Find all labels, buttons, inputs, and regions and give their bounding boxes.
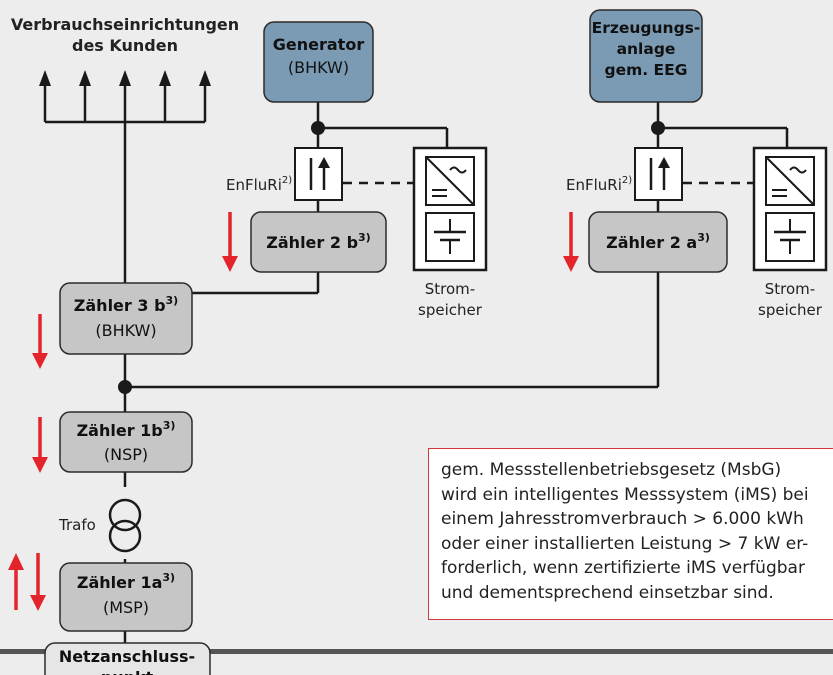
generator-box <box>263 21 374 103</box>
storage-label-left-line1: Strom- <box>425 280 475 298</box>
enfluri-device-left <box>294 147 343 201</box>
consumers-label-line1: Verbrauchseinrichtungen <box>11 15 239 34</box>
red-flow-arrows <box>8 212 579 611</box>
note-line: wird ein intelligentes Messsystem (iMS) … <box>441 484 809 505</box>
msbg-note-box: gem. Messstellenbetriebsgesetz (MsbG) wi… <box>428 448 833 620</box>
storage-label-left-line2: speicher <box>418 301 483 319</box>
eeg-plant-line1: Erzeugungs- <box>592 19 701 37</box>
enfluri-device-right <box>634 147 683 201</box>
storage-label-right-line2: speicher <box>758 301 823 319</box>
meter-2b-box <box>250 211 387 273</box>
grid-connection-point-box <box>44 642 211 675</box>
note-line: oder einer installierten Leistung > 7 kW… <box>441 533 809 554</box>
eeg-plant-line3: gem. EEG <box>605 61 688 79</box>
grid-busbar <box>0 649 833 654</box>
trafo-label: Trafo <box>58 516 96 534</box>
meter-1a-label: Zähler 1a3) <box>77 571 175 592</box>
meter-2a-box <box>588 211 728 273</box>
grid-point-line2: punkt <box>101 668 154 675</box>
flow-arrow-icon <box>658 157 670 168</box>
inverter-icon <box>765 156 815 206</box>
flow-arrow-icon <box>318 157 330 168</box>
grid-point-line1: Netzanschluss- <box>59 647 195 666</box>
storage-unit-left <box>412 146 488 272</box>
storage-unit-right <box>752 146 828 272</box>
meter-1b-subtitle: (NSP) <box>104 445 148 464</box>
generator-subtitle: (BHKW) <box>288 58 349 77</box>
consumer-arrows <box>39 70 211 86</box>
enfluri-label-right: EnFluRi2) <box>566 175 632 194</box>
note-line: einem Jahresstromverbrauch > 6.000 kWh <box>441 509 804 530</box>
meter-3b-subtitle: (BHKW) <box>95 321 156 340</box>
inverter-icon <box>425 156 475 206</box>
meter-1a-subtitle: (MSP) <box>103 598 149 617</box>
junction-dots <box>118 121 665 394</box>
battery-icon <box>765 212 815 262</box>
storage-label-right-line1: Strom- <box>765 280 815 298</box>
eeg-plant-line2: anlage <box>617 40 676 58</box>
note-line: gem. Messstellenbetriebsgesetz (MsbG) <box>441 460 782 480</box>
enfluri-label-left: EnFluRi2) <box>226 175 292 194</box>
meter-3b-box <box>59 282 193 355</box>
transformer-icon <box>108 498 142 553</box>
meter-3b-label: Zähler 3 b3) <box>74 294 178 315</box>
note-line: und dementsprechend einsetzbar sind. <box>441 582 774 603</box>
consumers-label-line2: des Kunden <box>72 36 178 55</box>
note-line: forderlich, wenn zertifizierte iMS verfü… <box>441 558 805 579</box>
eeg-plant-box <box>589 9 703 103</box>
meter-1b-label: Zähler 1b3) <box>77 419 176 440</box>
battery-icon <box>425 212 475 262</box>
meter-2a-label: Zähler 2 a3) <box>606 231 710 252</box>
meter-1b-box <box>59 411 193 473</box>
meter-2b-label: Zähler 2 b3) <box>266 231 370 252</box>
meter-1a-box <box>59 562 193 632</box>
generator-title: Generator <box>273 35 365 54</box>
